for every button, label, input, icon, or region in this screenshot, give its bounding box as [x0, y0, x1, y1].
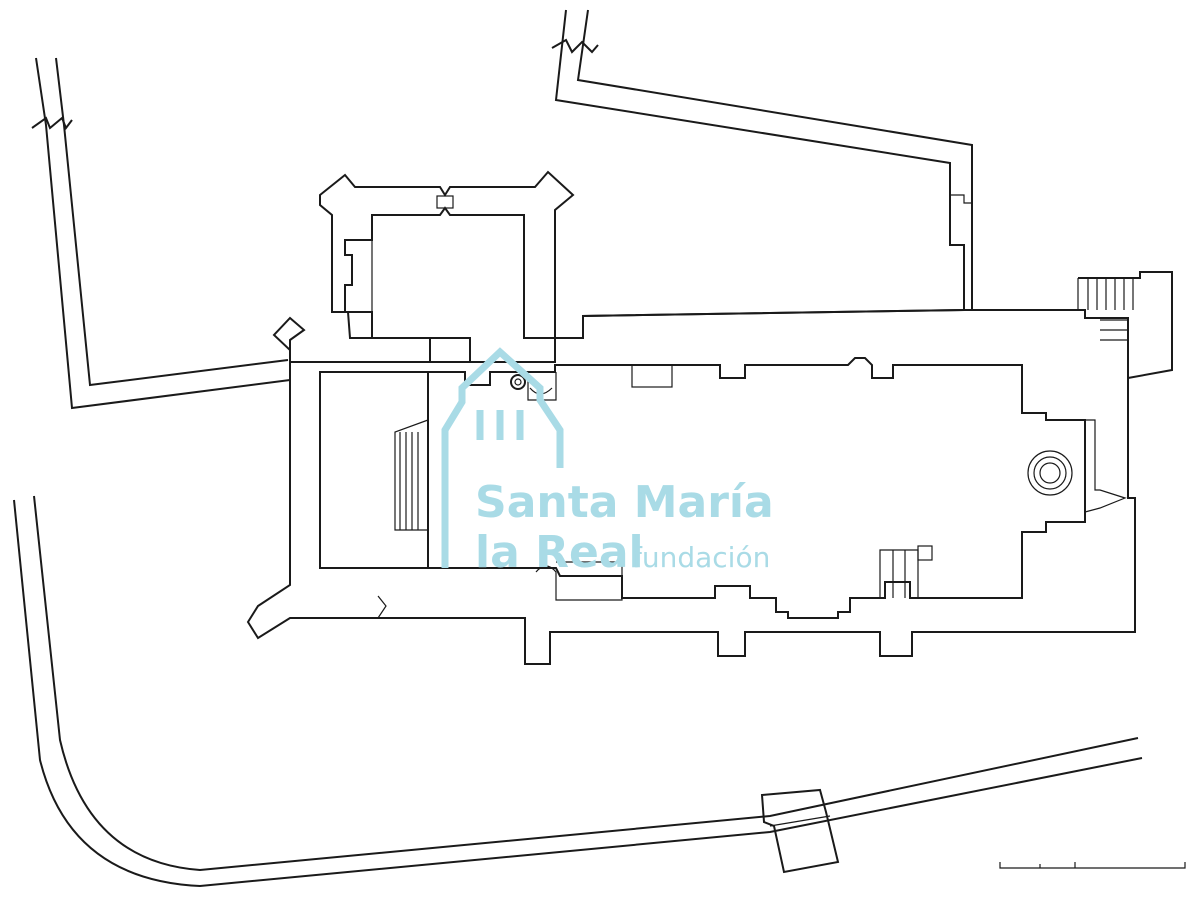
east-annex — [1077, 271, 1173, 379]
watermark-foundation: fundación — [632, 541, 770, 574]
scale-bar — [999, 862, 1186, 869]
south-boundary-wall — [13, 495, 1143, 888]
west-stairs — [394, 419, 429, 531]
tower — [319, 170, 575, 363]
building-outline-logo — [441, 347, 564, 568]
watermark-title: Santa María — [475, 477, 774, 528]
watermark-subtitle: la Real — [475, 527, 644, 578]
top-right-boundary-wall — [550, 9, 1085, 339]
left-boundary-wall — [31, 57, 291, 410]
